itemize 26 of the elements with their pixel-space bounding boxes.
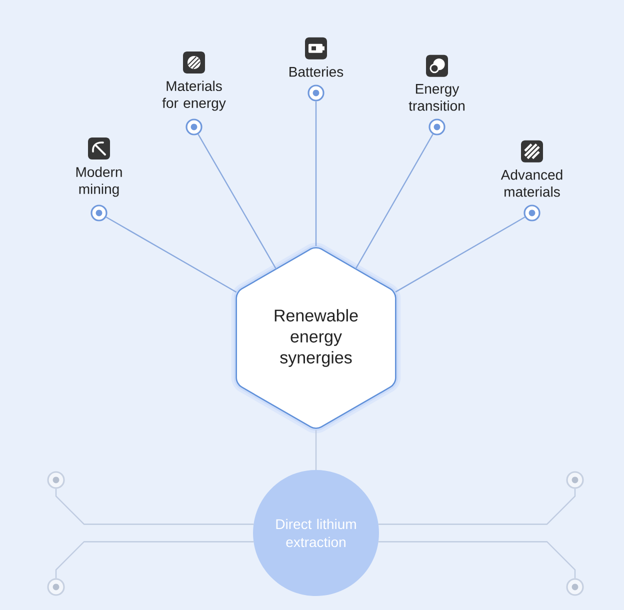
connector-line	[106, 216, 237, 293]
circle-node: Direct lithium extraction	[253, 470, 379, 596]
target-dot	[308, 84, 324, 102]
connector-line	[55, 541, 254, 578]
connector-line	[355, 134, 434, 270]
connector-line	[198, 134, 277, 270]
endpoint-dot	[566, 578, 584, 596]
connector-line	[55, 488, 254, 525]
hexagon-node: Renewable energy synergies	[231, 242, 401, 434]
connector-line	[378, 541, 576, 578]
topic-label: Energy transition	[408, 84, 464, 111]
target-dot	[428, 118, 446, 136]
topic-label: Modern mining	[76, 166, 122, 197]
target-dot	[524, 204, 540, 222]
topic-label: Batteries	[290, 66, 344, 77]
endpoint-dot	[47, 578, 65, 596]
connector-line	[378, 488, 576, 525]
endpoint-dot	[566, 471, 584, 489]
target-dot	[186, 118, 202, 136]
connector-line	[315, 101, 317, 246]
endpoint-dot	[47, 471, 65, 489]
connector-line	[315, 430, 317, 470]
target-dot	[90, 204, 108, 222]
topic-label: Materials for energy	[162, 80, 226, 111]
connector-line	[395, 216, 526, 292]
topic-label: Advanced materials	[500, 170, 562, 197]
